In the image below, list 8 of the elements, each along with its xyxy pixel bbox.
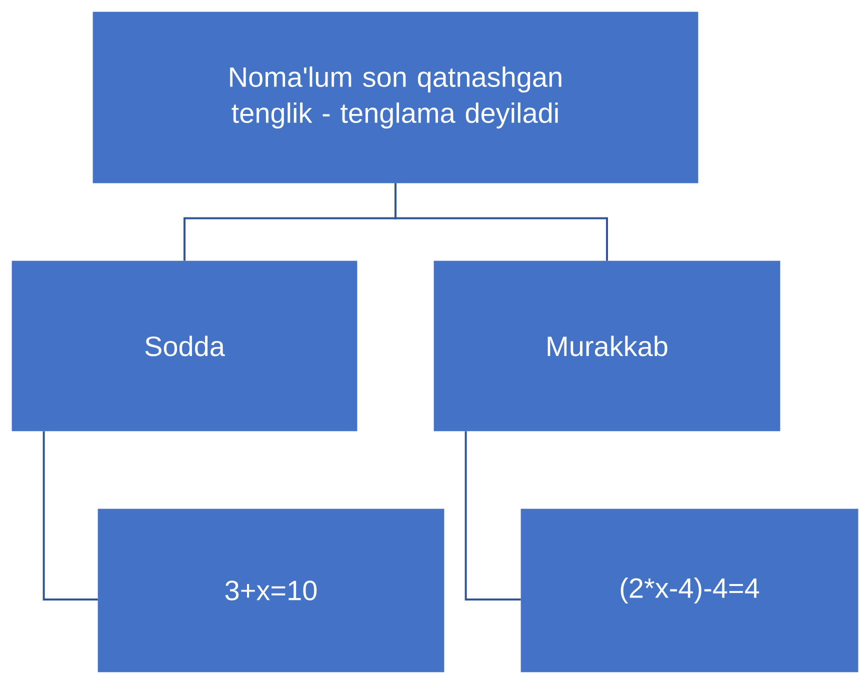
process-box: Murakkab bbox=[434, 260, 780, 432]
process-box: 3+x=10 bbox=[98, 508, 444, 672]
process-box: (2*x-4)-4=4 bbox=[520, 508, 858, 672]
connector-line bbox=[464, 431, 521, 600]
process-box: Sodda bbox=[12, 260, 358, 432]
process-box: Noma'lum son qatnashgan tenglik - tenglama deyiladi bbox=[92, 12, 698, 184]
connector-line bbox=[394, 183, 608, 261]
connector-line bbox=[42, 431, 98, 600]
